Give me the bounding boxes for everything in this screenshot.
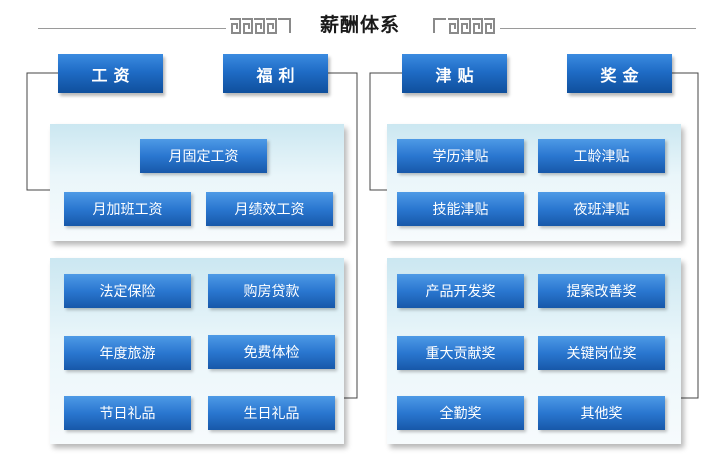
welfare-connector <box>328 72 358 399</box>
welfare-item: 法定保险 <box>64 274 191 308</box>
salary-item: 月绩效工资 <box>206 192 333 226</box>
bonus-item: 产品开发奖 <box>397 274 524 308</box>
salary-connector <box>26 72 58 191</box>
salary-item: 月固定工资 <box>140 139 267 173</box>
welfare-item: 生日礼品 <box>208 396 335 430</box>
bonus-item: 全勤奖 <box>397 396 524 430</box>
fret-ornament-right <box>433 18 495 34</box>
title-bar: 薪酬体系 <box>0 6 720 38</box>
allowance-item: 夜班津贴 <box>538 192 665 226</box>
category-bonus: 奖金 <box>567 54 672 93</box>
welfare-item: 购房贷款 <box>208 274 335 308</box>
salary-item: 月加班工资 <box>64 192 191 226</box>
title-left-rule <box>38 28 226 29</box>
page-title: 薪酬体系 <box>319 14 400 36</box>
bonus-item: 关键岗位奖 <box>538 336 665 370</box>
allowance-item: 技能津贴 <box>397 192 524 226</box>
welfare-item: 年度旅游 <box>64 336 191 370</box>
fret-ornament-left <box>230 18 291 34</box>
bonus-item: 重大贡献奖 <box>397 336 524 370</box>
bonus-item: 提案改善奖 <box>538 274 665 308</box>
welfare-item: 免费体检 <box>208 335 335 369</box>
title-right-rule <box>500 28 696 29</box>
bonus-connector <box>671 72 699 399</box>
welfare-item: 节日礼品 <box>64 396 191 430</box>
category-allowance: 津贴 <box>402 54 507 93</box>
allowance-connector <box>369 72 402 191</box>
category-salary: 工资 <box>58 54 163 93</box>
bonus-item: 其他奖 <box>538 396 665 430</box>
category-welfare: 福利 <box>223 54 328 93</box>
allowance-item: 学历津贴 <box>397 139 524 173</box>
allowance-item: 工龄津贴 <box>538 139 665 173</box>
